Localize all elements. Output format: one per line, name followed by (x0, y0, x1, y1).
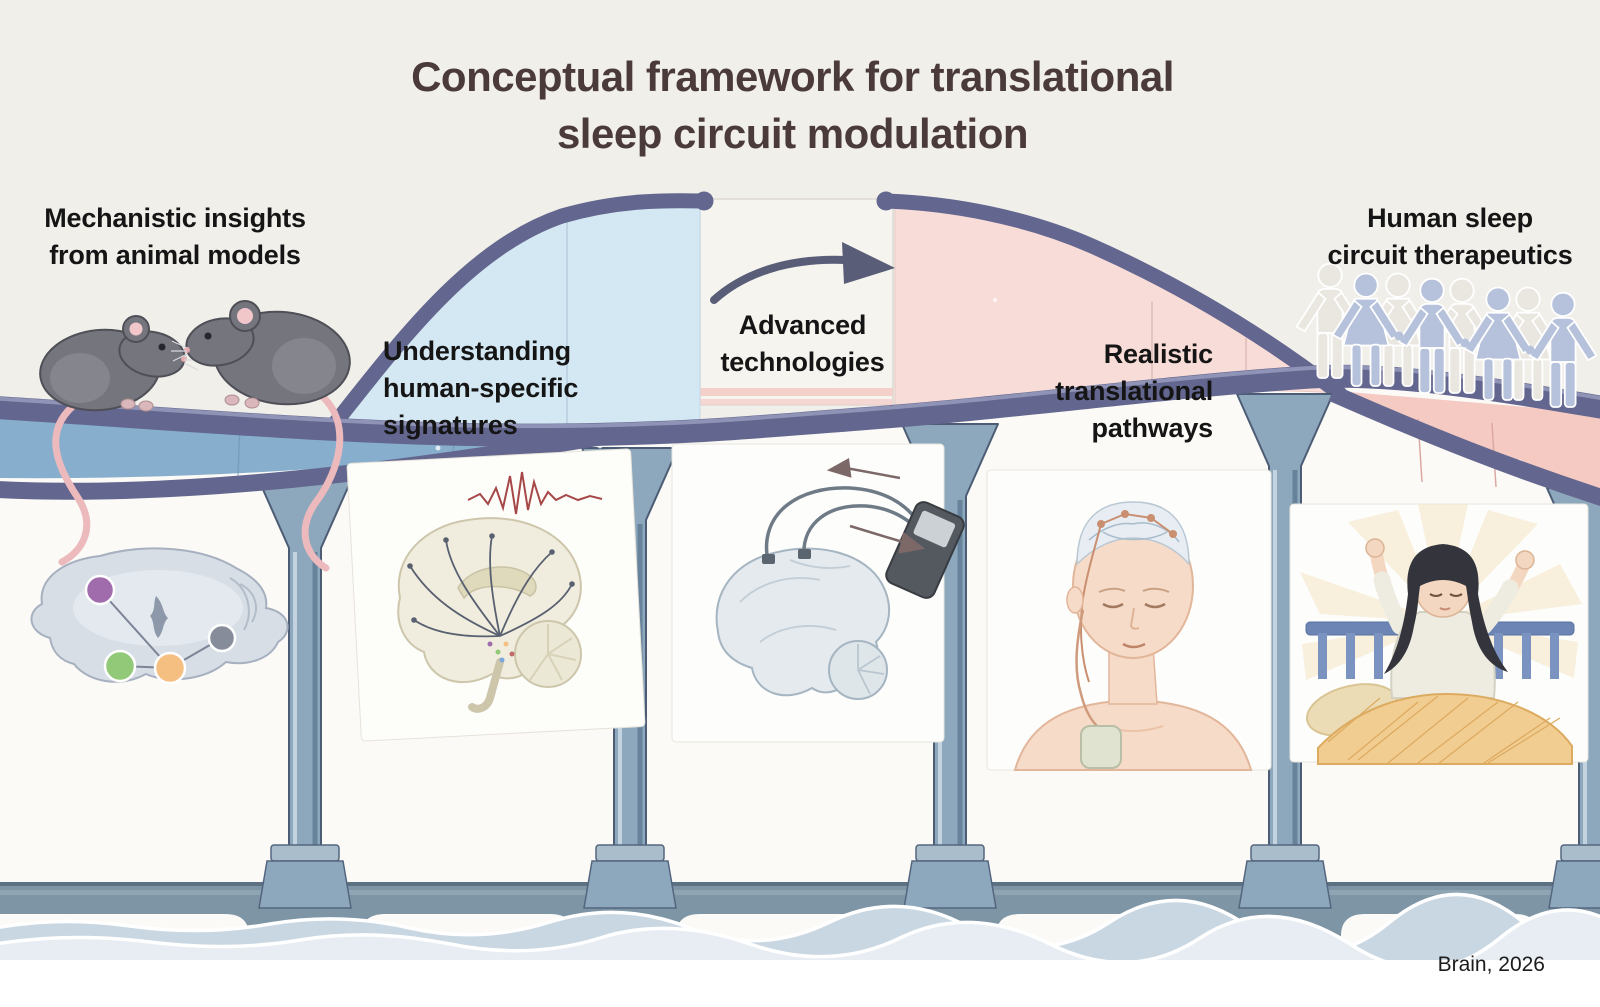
left-sail-panel (320, 191, 714, 440)
right-sail-panel (876, 191, 1348, 414)
mice-pair-icon (39, 300, 351, 572)
chest-generator-icon (1080, 725, 1122, 769)
figure-title: Conceptual framework for translational s… (340, 48, 1245, 162)
stage-label-animal-models: Mechanistic insights from animal models (44, 203, 306, 270)
stage-label-advanced-technologies: Advanced technologies (720, 310, 885, 377)
waking-person-illustration (1288, 502, 1593, 767)
pier-bases (258, 844, 1600, 909)
patient-implant-illustration (985, 468, 1275, 773)
node-gray (207, 623, 237, 653)
projection-arrows (409, 535, 573, 638)
stimulator-device-icon (885, 501, 965, 599)
node-orange (153, 651, 187, 685)
journal-attribution: Brain, 2026 (1437, 953, 1545, 976)
neuromodulator-specks (487, 641, 515, 663)
eeg-trace-icon (467, 471, 603, 515)
human-brain-signatures-illustration (340, 448, 650, 743)
stage-label-human-signatures: Understanding human-specific signatures (383, 336, 579, 440)
middle-panel (699, 198, 894, 406)
flow-arrow-icon (710, 242, 895, 304)
brain-device-illustration (670, 442, 970, 747)
human-figures-icon (1331, 272, 1598, 408)
node-purple (84, 574, 116, 606)
title-line-2: sleep circuit modulation (556, 110, 1029, 157)
node-green (103, 649, 137, 683)
waking-woman (1365, 538, 1535, 699)
signal-arrows (826, 458, 925, 554)
blanket (1317, 692, 1573, 765)
stage-label-human-therapeutics: Human sleep circuit therapeutics (1327, 203, 1573, 270)
mouse-brain-circuit-illustration (8, 520, 308, 735)
title-line-1: Conceptual framework for translational (411, 53, 1174, 100)
bottom-margin (0, 960, 1600, 1007)
stage-label-translational-pathways: Realistic translational pathways (1055, 339, 1213, 443)
